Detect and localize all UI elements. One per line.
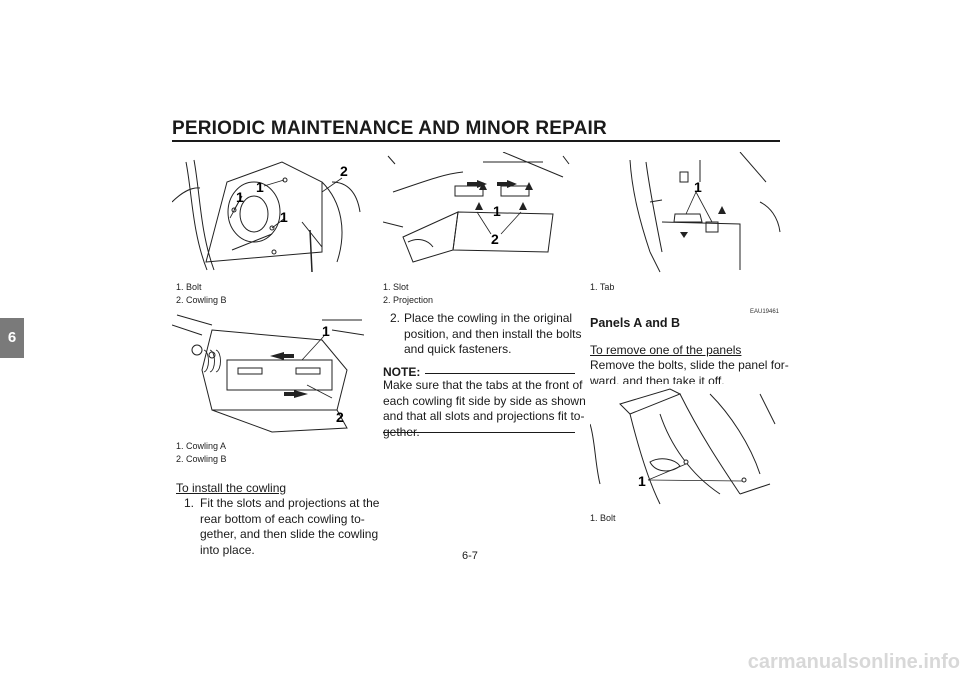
remove-line: Remove the bolts, slide the panel for- [590,358,789,372]
fig4-caption-1: 1. Tab [590,282,615,292]
fig1-callout-1a: 1 [236,189,244,205]
step1-text: Fit the slots and projections at the rea… [200,496,380,558]
fig1-caption-2: 2. Cowling B [176,295,227,305]
step2-line: position, and then install the bolts [404,326,582,341]
fig3-caption-1: 1. Slot [383,282,409,292]
header-rule [172,140,780,142]
fig2-caption-2: 2. Cowling B [176,454,227,464]
watermark: carmanualsonline.info [747,651,960,673]
note-line: gether. [383,424,420,439]
note-label: NOTE: [383,365,421,379]
fig2-callout-1: 1 [322,323,330,339]
note-line: Make sure that the tabs at the front of [383,378,583,392]
page-number: 6-7 [462,550,478,562]
remove-panels-heading: To remove one of the panels [590,343,742,357]
fig2-callout-2: 2 [336,409,344,425]
fig5-callout-1: 1 [638,473,646,489]
figure-cowling-bolts: 1 1 1 2 [172,152,364,276]
fig1-callout-1c: 1 [280,209,288,225]
note-rule-top [425,373,575,374]
fig4-callout-1: 1 [694,179,702,195]
figure-tab: 1 [590,152,782,276]
figure-cowling-a-b: 1 2 [172,310,364,434]
figure-slots-projections: 1 2 [383,152,575,276]
step1-line: Fit the slots and projections at the [200,496,380,510]
step1-number: 1. [184,496,195,510]
note-line: and that all slots and projections fit t… [383,409,585,423]
note-line: each cowling fit side by side as shown [383,393,586,408]
note-text: Make sure that the tabs at the front of … [383,378,586,440]
install-cowling-heading: To install the cowling [176,481,287,495]
step2-number: 2. [390,311,401,325]
fig1-callout-1b: 1 [256,179,264,195]
fig1-callout-2: 2 [340,163,348,179]
step1-line: into place. [200,542,255,557]
figure-panel-bolts: 1 [590,384,782,508]
fig2-caption-1: 1. Cowling A [176,441,227,451]
note-rule-bottom [383,432,575,433]
fig3-caption-2: 2. Projection [383,295,434,305]
fig3-callout-1: 1 [493,203,501,219]
fig5-caption-1: 1. Bolt [590,513,616,523]
fig3-callout-2: 2 [491,231,499,247]
section-title: Panels A and B [590,316,681,330]
step1-line: gether, and then slide the cowling [200,527,379,541]
fig1-caption-1: 1. Bolt [176,282,202,292]
chapter-tab: 6 [0,318,24,358]
note-header: NOTE: [383,363,575,379]
reference-code: EAU19461 [750,309,780,315]
page-title: PERIODIC MAINTENANCE AND MINOR REPAIR [172,118,607,139]
step2-line: and quick fasteners. [404,342,512,356]
step2-line: Place the cowling in the original [404,311,573,325]
step1-line: rear bottom of each cowling to- [200,511,365,526]
step2-text: Place the cowling in the original positi… [404,311,582,358]
